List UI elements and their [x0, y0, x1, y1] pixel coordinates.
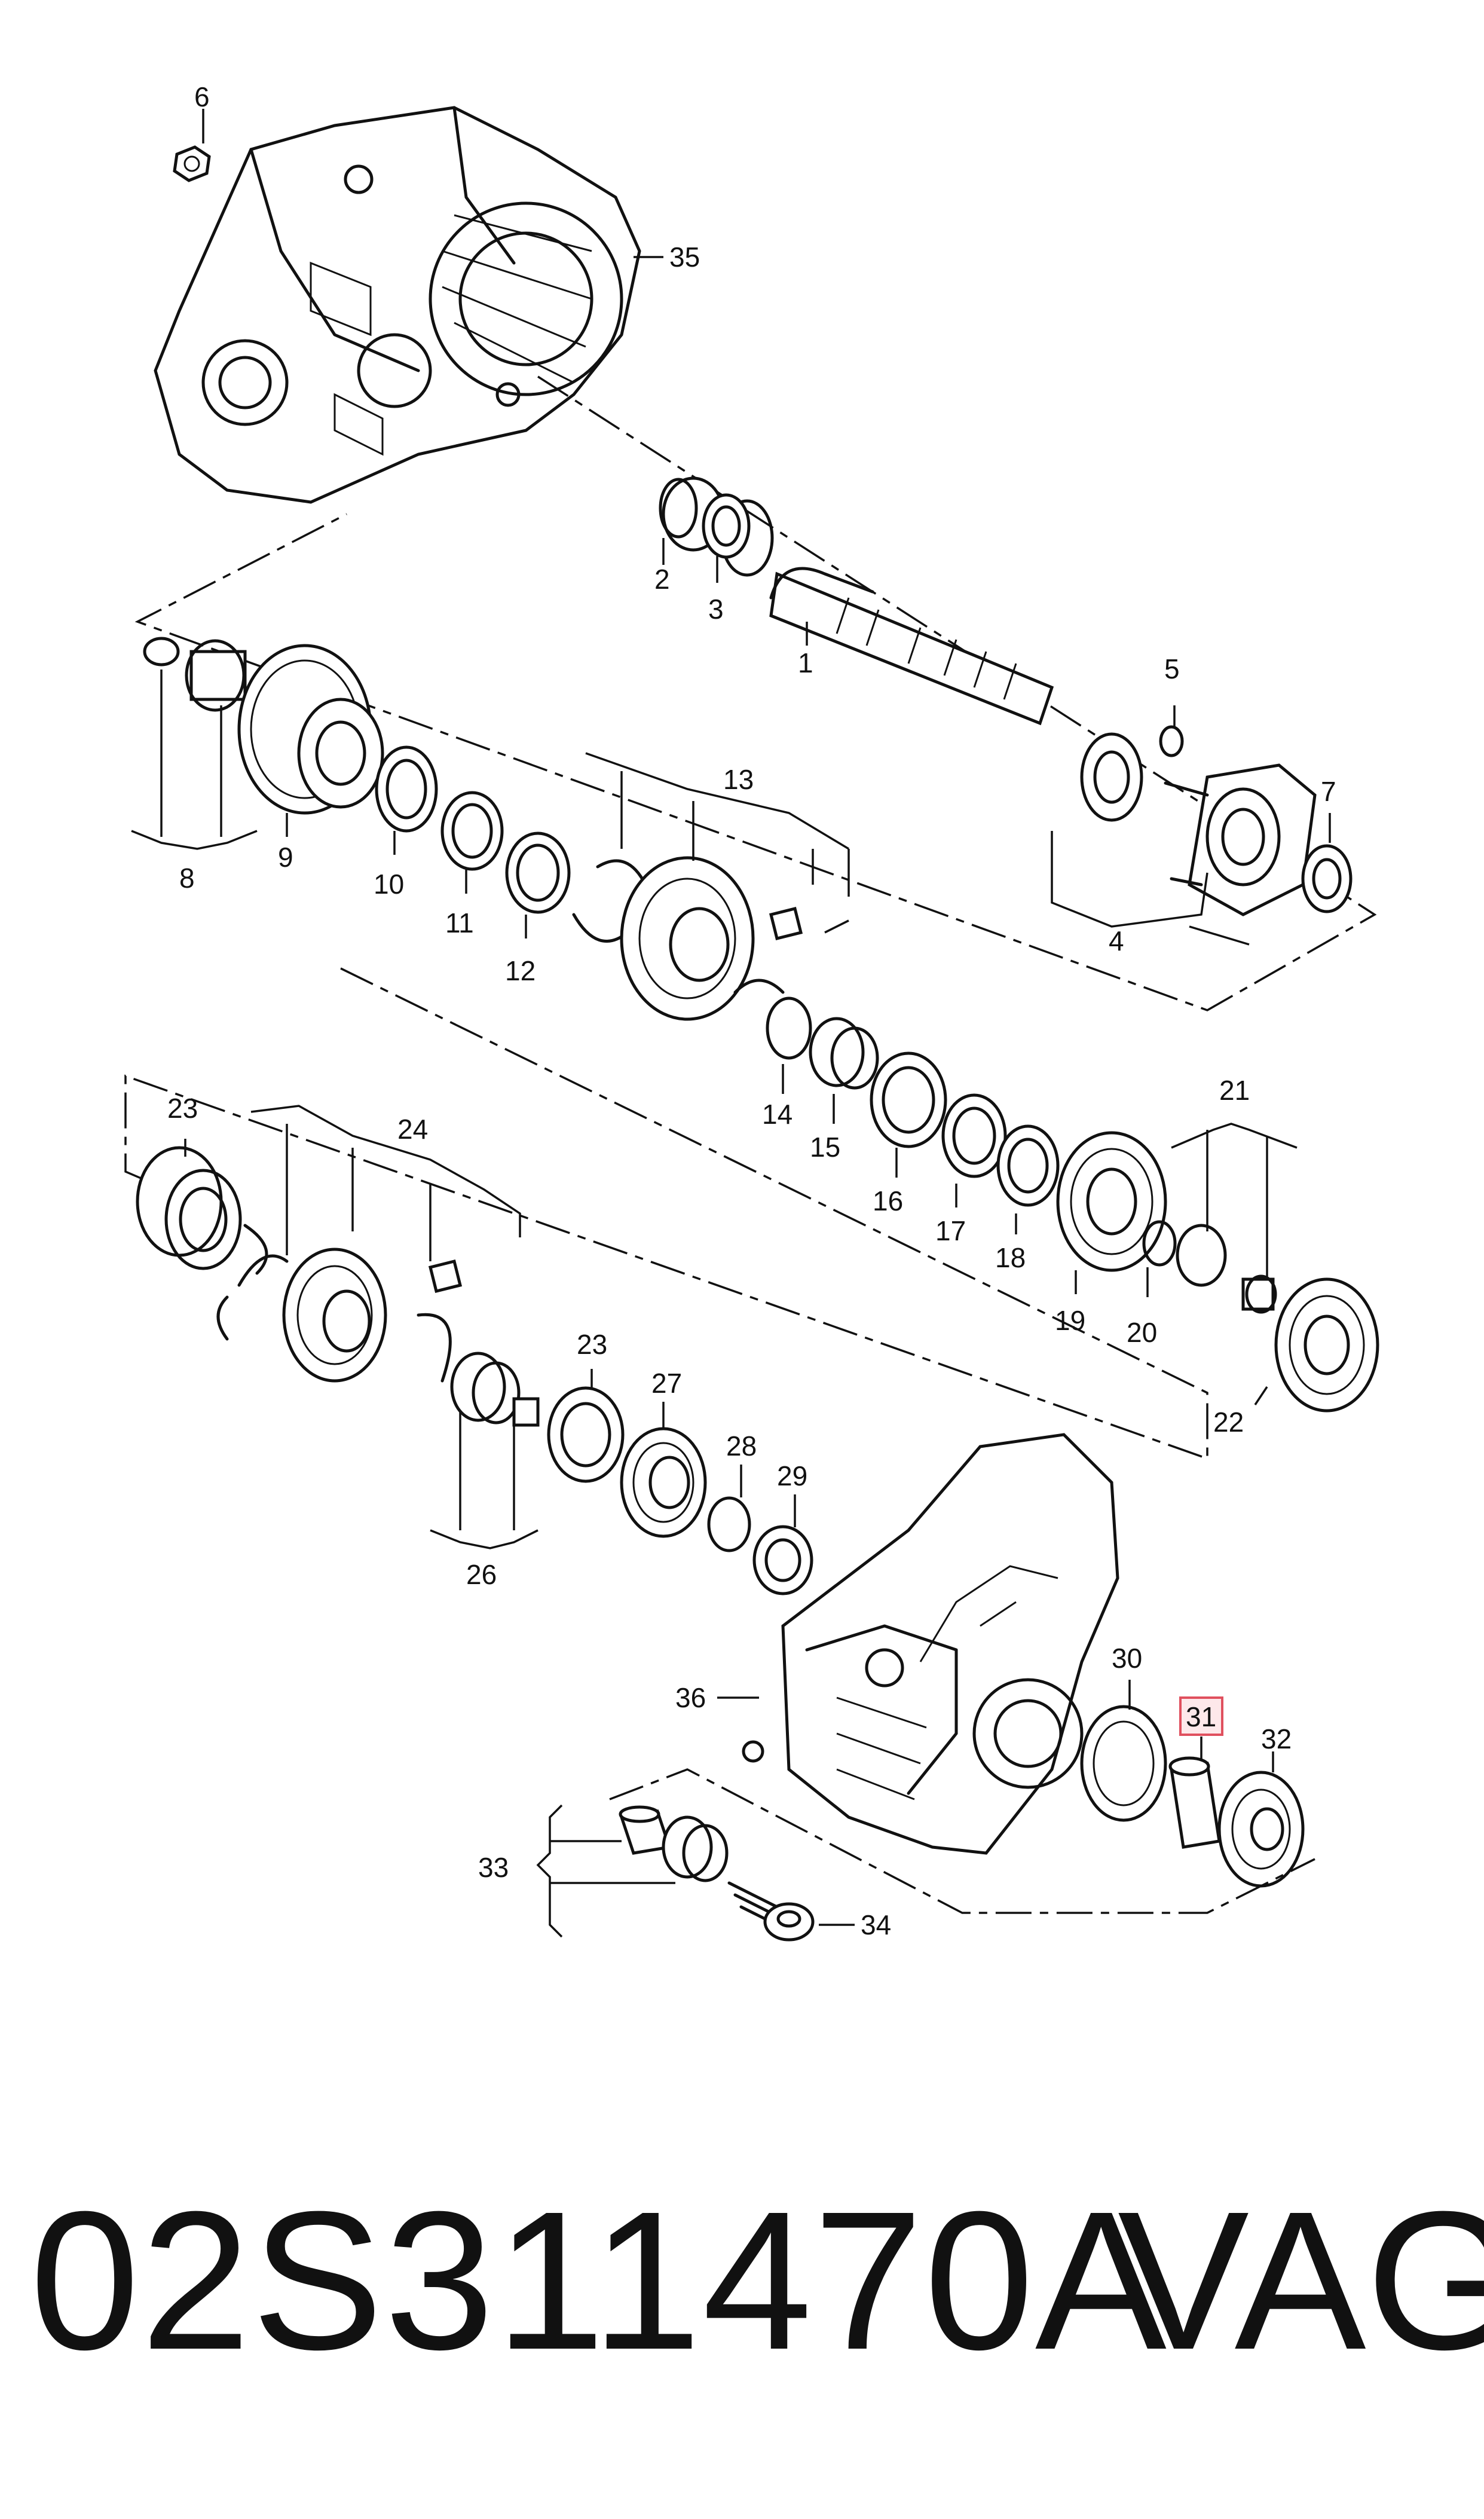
- callout-31-highlight: [1179, 1696, 1223, 1736]
- callout-12: 12: [505, 955, 536, 986]
- callout-8: 8: [179, 863, 195, 894]
- flange-plate: [1164, 763, 1317, 916]
- callout-2: 2: [654, 564, 670, 595]
- ring-17: [941, 1093, 1007, 1178]
- washer-28: [707, 1496, 751, 1552]
- needle-bearing-26: [450, 1352, 540, 1427]
- callout-14: 14: [762, 1099, 793, 1130]
- callout-22: 22: [1213, 1407, 1244, 1438]
- callout-35: 35: [669, 241, 700, 273]
- callout-24: 24: [397, 1114, 428, 1145]
- callout-27: 27: [651, 1368, 682, 1399]
- callout-18: 18: [995, 1242, 1026, 1273]
- synchro-ring-12: [505, 831, 571, 914]
- part-number-label: 02S311470A: [30, 2170, 1168, 2390]
- callout-6: 6: [194, 81, 210, 112]
- callout-21: 21: [1219, 1075, 1250, 1106]
- gear-27: [620, 1427, 707, 1538]
- housing-36: [742, 1433, 1119, 1855]
- gear-32: [1217, 1771, 1305, 1888]
- needle-bearing-8: [143, 637, 247, 712]
- needle-bearing-21: [1176, 1224, 1277, 1314]
- input-shaft-1: [662, 476, 1054, 726]
- callout-31: 31: [1186, 1701, 1216, 1732]
- ring-10: [375, 745, 438, 833]
- callout-34: 34: [861, 1909, 891, 1940]
- callout-11: 11: [445, 907, 474, 938]
- washer-5: [1159, 725, 1184, 757]
- synchro-hub-24: [237, 1248, 463, 1383]
- bearing-29: [752, 1525, 813, 1595]
- brand-label: VAG: [1118, 2170, 1484, 2390]
- synchro-ring-11: [440, 791, 504, 871]
- ring-2: [659, 478, 698, 539]
- synchro-ring-23a: [136, 1146, 268, 1341]
- needle-bearing-15: [809, 1017, 879, 1090]
- callout-9: 9: [278, 842, 293, 873]
- callout-1: 1: [798, 647, 813, 678]
- gearbox-housing-35: [154, 106, 641, 504]
- synchro-hub-13: [572, 856, 803, 1021]
- ring-18: [996, 1124, 1060, 1207]
- callout-32: 32: [1261, 1723, 1292, 1754]
- callout-33: 33: [478, 1852, 509, 1883]
- callout-28: 28: [726, 1430, 757, 1462]
- gear-19: [1056, 1131, 1167, 1272]
- callout-10: 10: [374, 869, 404, 900]
- callout-13: 13: [723, 764, 754, 795]
- gear-22: [1274, 1277, 1379, 1413]
- exploded-parts-diagram: 6 35 2 3 1 5 7 4: [124, 81, 1379, 1942]
- nut-6: [173, 145, 211, 182]
- callout-23b: 23: [577, 1329, 607, 1360]
- callout-36: 36: [675, 1682, 706, 1713]
- callout-26: 26: [466, 1559, 497, 1590]
- callout-5: 5: [1164, 653, 1180, 684]
- bearing-ring-3: [702, 493, 751, 559]
- gear-9: [237, 644, 384, 815]
- circlip-14: [766, 996, 812, 1060]
- callout-7: 7: [1321, 776, 1336, 807]
- callout-16: 16: [873, 1185, 903, 1216]
- callout-17: 17: [935, 1215, 966, 1246]
- washer-20: [1142, 1220, 1177, 1267]
- callout-23a: 23: [167, 1093, 198, 1124]
- callout-29: 29: [777, 1460, 807, 1491]
- gear-30: [1080, 1705, 1167, 1822]
- callout-15: 15: [810, 1132, 840, 1163]
- needle-bearing-33b: [662, 1815, 729, 1882]
- synchro-ring-23b: [547, 1386, 625, 1483]
- callout-20: 20: [1127, 1317, 1157, 1348]
- callout-4: 4: [1109, 925, 1124, 956]
- sleeve-31: [1168, 1756, 1221, 1849]
- synchro-ring-16: [870, 1051, 947, 1148]
- callout-3: 3: [708, 594, 724, 625]
- bearing-4: [1080, 732, 1143, 822]
- seal-7: [1301, 844, 1353, 913]
- bolt-34: [727, 1881, 815, 1942]
- callout-30: 30: [1112, 1643, 1142, 1674]
